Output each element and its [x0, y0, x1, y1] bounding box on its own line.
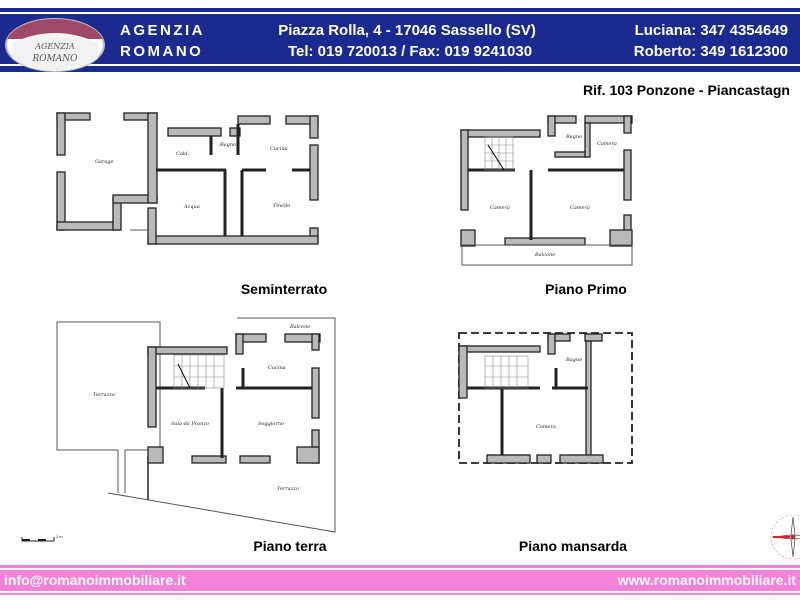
email-link[interactable]: info@romanoimmobiliare.it [4, 572, 186, 588]
room-label: Terrazzo [93, 392, 115, 398]
floor-title-piano-primo: Piano Primo [545, 281, 627, 297]
scale-label: 2 m [56, 534, 63, 539]
svg-text:ROMANO: ROMANO [31, 54, 78, 64]
website-link[interactable]: www.romanoimmobiliare.it [617, 572, 796, 588]
header-line [0, 64, 800, 66]
header-line [0, 12, 800, 14]
room-label: Sala da Pranzo [171, 421, 209, 427]
room-label: Bagno [219, 142, 236, 148]
floor-title-piano-mansarda: Piano mansarda [518, 538, 628, 554]
room-label: Bagno [565, 357, 582, 363]
scale-bar-icon: 2 m [21, 534, 63, 542]
room-label: Terrazzo [277, 486, 299, 492]
room-label: Camera [490, 205, 510, 211]
floor-plan-piano-mansarda: Bagno Camera [458, 332, 633, 464]
compass-rose-icon [770, 514, 800, 560]
room-label: Balcone [534, 252, 555, 258]
agency-logo: AGENZIA ROMANO [5, 18, 105, 72]
room-label: Cucina [270, 146, 288, 152]
brand-line2: ROMANO [120, 43, 204, 60]
agency-footer: info@romanoimmobiliare.it www.romanoimmo… [0, 565, 800, 595]
property-reference: Rif. 103 Ponzone - Piancastagn [583, 82, 790, 98]
room-label: Garage [95, 159, 114, 165]
svg-text:AGENZIA: AGENZIA [34, 42, 75, 51]
room-label: Camera [536, 424, 556, 430]
floor-plan-piano-terra: Balcone Cucina Terrazzo Sala da Pranzo S… [56, 317, 336, 533]
room-label: Bagno [565, 134, 582, 140]
room-label: Cald. [176, 151, 190, 157]
footer-line [0, 568, 800, 570]
room-label: Camera [570, 205, 590, 211]
contact-roberto: Roberto: 349 1612300 [633, 43, 788, 60]
room-label: Camera [597, 141, 617, 147]
footer-line [0, 591, 800, 593]
agency-phones: Tel: 019 720013 / Fax: 019 9241030 [287, 43, 533, 60]
brand-line1: AGENZIA [120, 22, 205, 39]
floor-plan-seminterrato: Garage Cald. Bagno Cucina Acqua Tinello [56, 112, 319, 245]
room-label: Balcone [289, 324, 310, 330]
room-label: Tinello [273, 203, 290, 209]
floor-title-seminterrato: Seminterrato [240, 281, 328, 297]
agency-header: AGENZIA ROMANO AGENZIA ROMANO Piazza Rol… [0, 8, 800, 72]
room-label: Cucina [268, 365, 286, 371]
agency-address: Piazza Rolla, 4 - 17046 Sassello (SV) [278, 22, 536, 39]
room-label: Acqua [183, 204, 200, 210]
contact-luciana: Luciana: 347 4354649 [634, 22, 788, 39]
floor-title-piano-terra: Piano terra [253, 538, 327, 554]
floor-plan-piano-primo: Bagno Camera Camera Camera Balcone [460, 115, 633, 266]
room-label: Soggiorno [258, 421, 284, 427]
